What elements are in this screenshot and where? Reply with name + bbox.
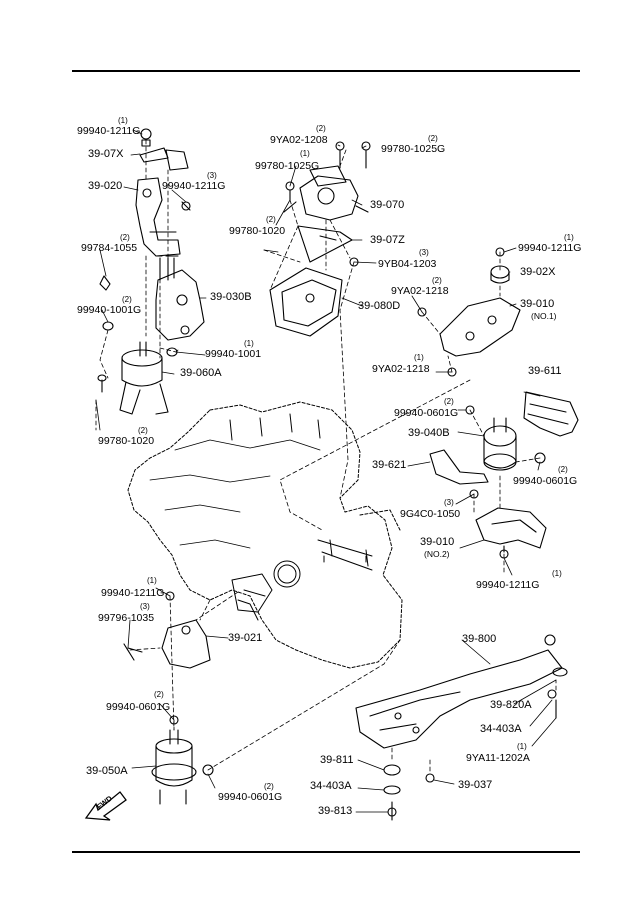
callout-part-number: 39-820A bbox=[490, 699, 532, 711]
callout-note: (NO.1) bbox=[531, 311, 557, 321]
callout-part-number: 9YB04-1203 bbox=[378, 258, 437, 270]
callout-part-number: 99940-1211G bbox=[518, 242, 582, 254]
callout-part-number: 39-07Z bbox=[370, 234, 405, 246]
bracket-39-080D bbox=[269, 257, 359, 337]
callout-part-number: 39-811 bbox=[320, 754, 354, 766]
callout-qty: (2) bbox=[266, 215, 276, 224]
crossmember-39-800 bbox=[355, 634, 568, 821]
callout-part-number: 99796-1035 bbox=[98, 612, 155, 624]
callout-part-number: 39-611 bbox=[528, 365, 562, 377]
callout-part-number: 39-050A bbox=[86, 765, 128, 777]
callout-part-number: 99780-1020 bbox=[229, 225, 286, 237]
bottom-rule bbox=[72, 851, 580, 853]
callout-qty: (1) bbox=[118, 116, 128, 125]
callout-qty: (2) bbox=[138, 426, 148, 435]
bracket-39-010-no2 bbox=[475, 507, 547, 559]
callout-qty: (3) bbox=[140, 602, 150, 611]
fwd-direction-arrow: FWD bbox=[82, 788, 128, 828]
top-rule bbox=[72, 70, 580, 72]
callout-part-number: 39-070 bbox=[370, 199, 405, 211]
callout-qty: (2) bbox=[558, 465, 568, 474]
callout-qty: (2) bbox=[154, 690, 164, 699]
callout-qty: (2) bbox=[120, 233, 130, 242]
bracket-39-07Z bbox=[297, 225, 353, 263]
callout-part-number: 99940-0601G bbox=[218, 791, 283, 803]
bracket-39-021 bbox=[123, 591, 211, 669]
callout-qty: (1) bbox=[517, 742, 527, 751]
mount-39-070 bbox=[283, 141, 371, 221]
callout-qty: (2) bbox=[122, 295, 132, 304]
bracket-39-030B bbox=[155, 255, 205, 341]
callout-part-number: 39-02X bbox=[520, 266, 556, 278]
callout-part-number: 99940-1211G bbox=[77, 125, 141, 137]
cover-39-611 bbox=[523, 391, 579, 437]
callout-part-number: 39-030B bbox=[210, 291, 252, 303]
callout-qty: (3) bbox=[419, 248, 429, 257]
callout-part-number: 99940-1211G bbox=[162, 180, 226, 192]
callout-qty: (3) bbox=[207, 171, 217, 180]
callout-qty: (3) bbox=[444, 498, 454, 507]
callout-part-number: 39-040B bbox=[408, 427, 450, 439]
callout-part-number: 99940-0601G bbox=[513, 475, 578, 487]
callout-qty: (1) bbox=[300, 149, 310, 158]
callout-part-number: 39-813 bbox=[318, 805, 353, 817]
callout-part-number: 39-037 bbox=[458, 779, 493, 791]
callout-part-number: 39-020 bbox=[88, 180, 123, 192]
callout-qty: (2) bbox=[264, 782, 274, 791]
callout-part-number: 99780-1025G bbox=[255, 160, 320, 172]
callout-part-number: 34-403A bbox=[310, 780, 352, 792]
callout-qty: (1) bbox=[244, 339, 254, 348]
mount-39-050A bbox=[151, 715, 214, 805]
callout-part-number: 9YA11-1202A bbox=[466, 752, 530, 764]
callout-part-number: 39-021 bbox=[228, 632, 263, 644]
callout-part-number: 39-800 bbox=[462, 633, 497, 645]
callout-qty: (1) bbox=[147, 576, 157, 585]
bracket-39-621 bbox=[429, 449, 489, 499]
callout-part-number: 9G4C0-1050 bbox=[400, 508, 461, 520]
callout-qty: (1) bbox=[414, 353, 424, 362]
callout-qty: (1) bbox=[564, 233, 574, 242]
callout-part-number: 39-621 bbox=[372, 459, 407, 471]
guide-lines bbox=[95, 139, 557, 775]
callout-part-number: 99940-0601G bbox=[394, 407, 459, 419]
callout-qty: (2) bbox=[432, 276, 442, 285]
engine-block bbox=[127, 401, 403, 669]
mount-39-060A bbox=[97, 275, 178, 415]
callout-part-number: 99940-1211G bbox=[476, 579, 540, 591]
callout-qty: (2) bbox=[444, 397, 454, 406]
callout-part-number: 39-080D bbox=[358, 300, 401, 312]
callout-part-number: 39-060A bbox=[180, 367, 222, 379]
callout-part-number: 9YA02-1208 bbox=[270, 134, 328, 146]
callout-part-number: 99940-1211G bbox=[101, 587, 165, 599]
callout-part-number: 99780-1025G bbox=[381, 143, 446, 155]
callout-part-number: 99940-1001 bbox=[205, 348, 262, 360]
bracket-39-020 bbox=[135, 128, 191, 257]
leader-lines bbox=[95, 129, 557, 813]
callout-part-number: 39-010 bbox=[420, 536, 455, 548]
callout-part-number: 99940-0601G bbox=[106, 701, 171, 713]
callout-part-number: 99784-1055 bbox=[81, 242, 138, 254]
callout-qty: (2) bbox=[316, 124, 326, 133]
callout-part-number: 34-403A bbox=[480, 723, 522, 735]
callout-part-number: 39-07X bbox=[88, 148, 124, 160]
callout-part-number: 99940-1001G bbox=[77, 304, 142, 316]
callout-part-number: 99780-1020 bbox=[98, 435, 155, 447]
callout-note: (NO.2) bbox=[424, 549, 450, 559]
forward-arrow-icon bbox=[84, 791, 127, 821]
callout-part-number: 9YA02-1218 bbox=[372, 363, 430, 375]
callout-part-number: 9YA02-1218 bbox=[391, 285, 449, 297]
callout-qty: (1) bbox=[552, 569, 562, 578]
callout-part-number: 39-010 bbox=[520, 298, 555, 310]
callout-qty: (2) bbox=[428, 134, 438, 143]
